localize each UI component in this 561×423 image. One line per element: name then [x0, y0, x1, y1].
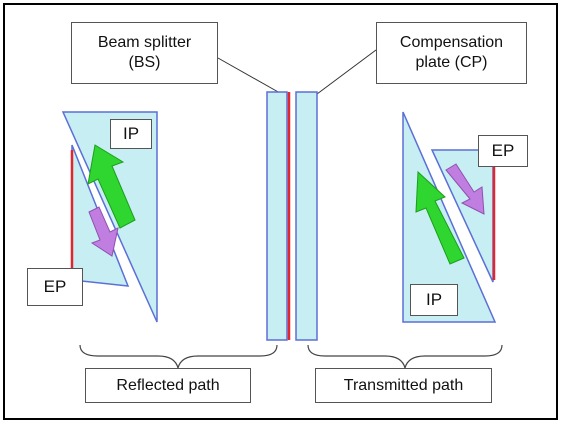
ep-label-right: EP — [478, 135, 528, 167]
beam-splitter-label-line1: Beam splitter — [97, 34, 192, 51]
compensation-plate — [295, 91, 318, 341]
reflected-path-outgoing-arrow — [88, 206, 119, 257]
cp-leader-line — [308, 49, 377, 101]
ip-label-right: IP — [410, 284, 458, 316]
transmitted-path-label: Transmitted path — [315, 368, 492, 403]
reflected-path-incoming-arrow — [87, 144, 136, 229]
transmitted-path-bs-wedge — [402, 111, 497, 323]
compensation-plate-label-line1: Compensation — [399, 34, 504, 51]
ip-label-left: IP — [110, 119, 152, 149]
beam-splitter-plate — [266, 91, 288, 341]
reflected-path-label: Reflected path — [85, 368, 251, 403]
ep-label-left: EP — [27, 268, 83, 306]
beam-splitter-label-line2: (BS) — [128, 54, 161, 71]
transmitted-path-outgoing-arrow — [445, 163, 485, 215]
transmitted-path-incoming-arrow — [415, 170, 465, 265]
bs-leader-line — [217, 57, 281, 94]
compensation-plate-label: Compensation plate (CP) — [376, 22, 527, 84]
reflected-path-bs-wedge — [61, 111, 158, 323]
beam-splitter-label: Beam splitter (BS) — [71, 22, 218, 84]
compensation-plate-label-line2: plate (CP) — [415, 54, 488, 71]
